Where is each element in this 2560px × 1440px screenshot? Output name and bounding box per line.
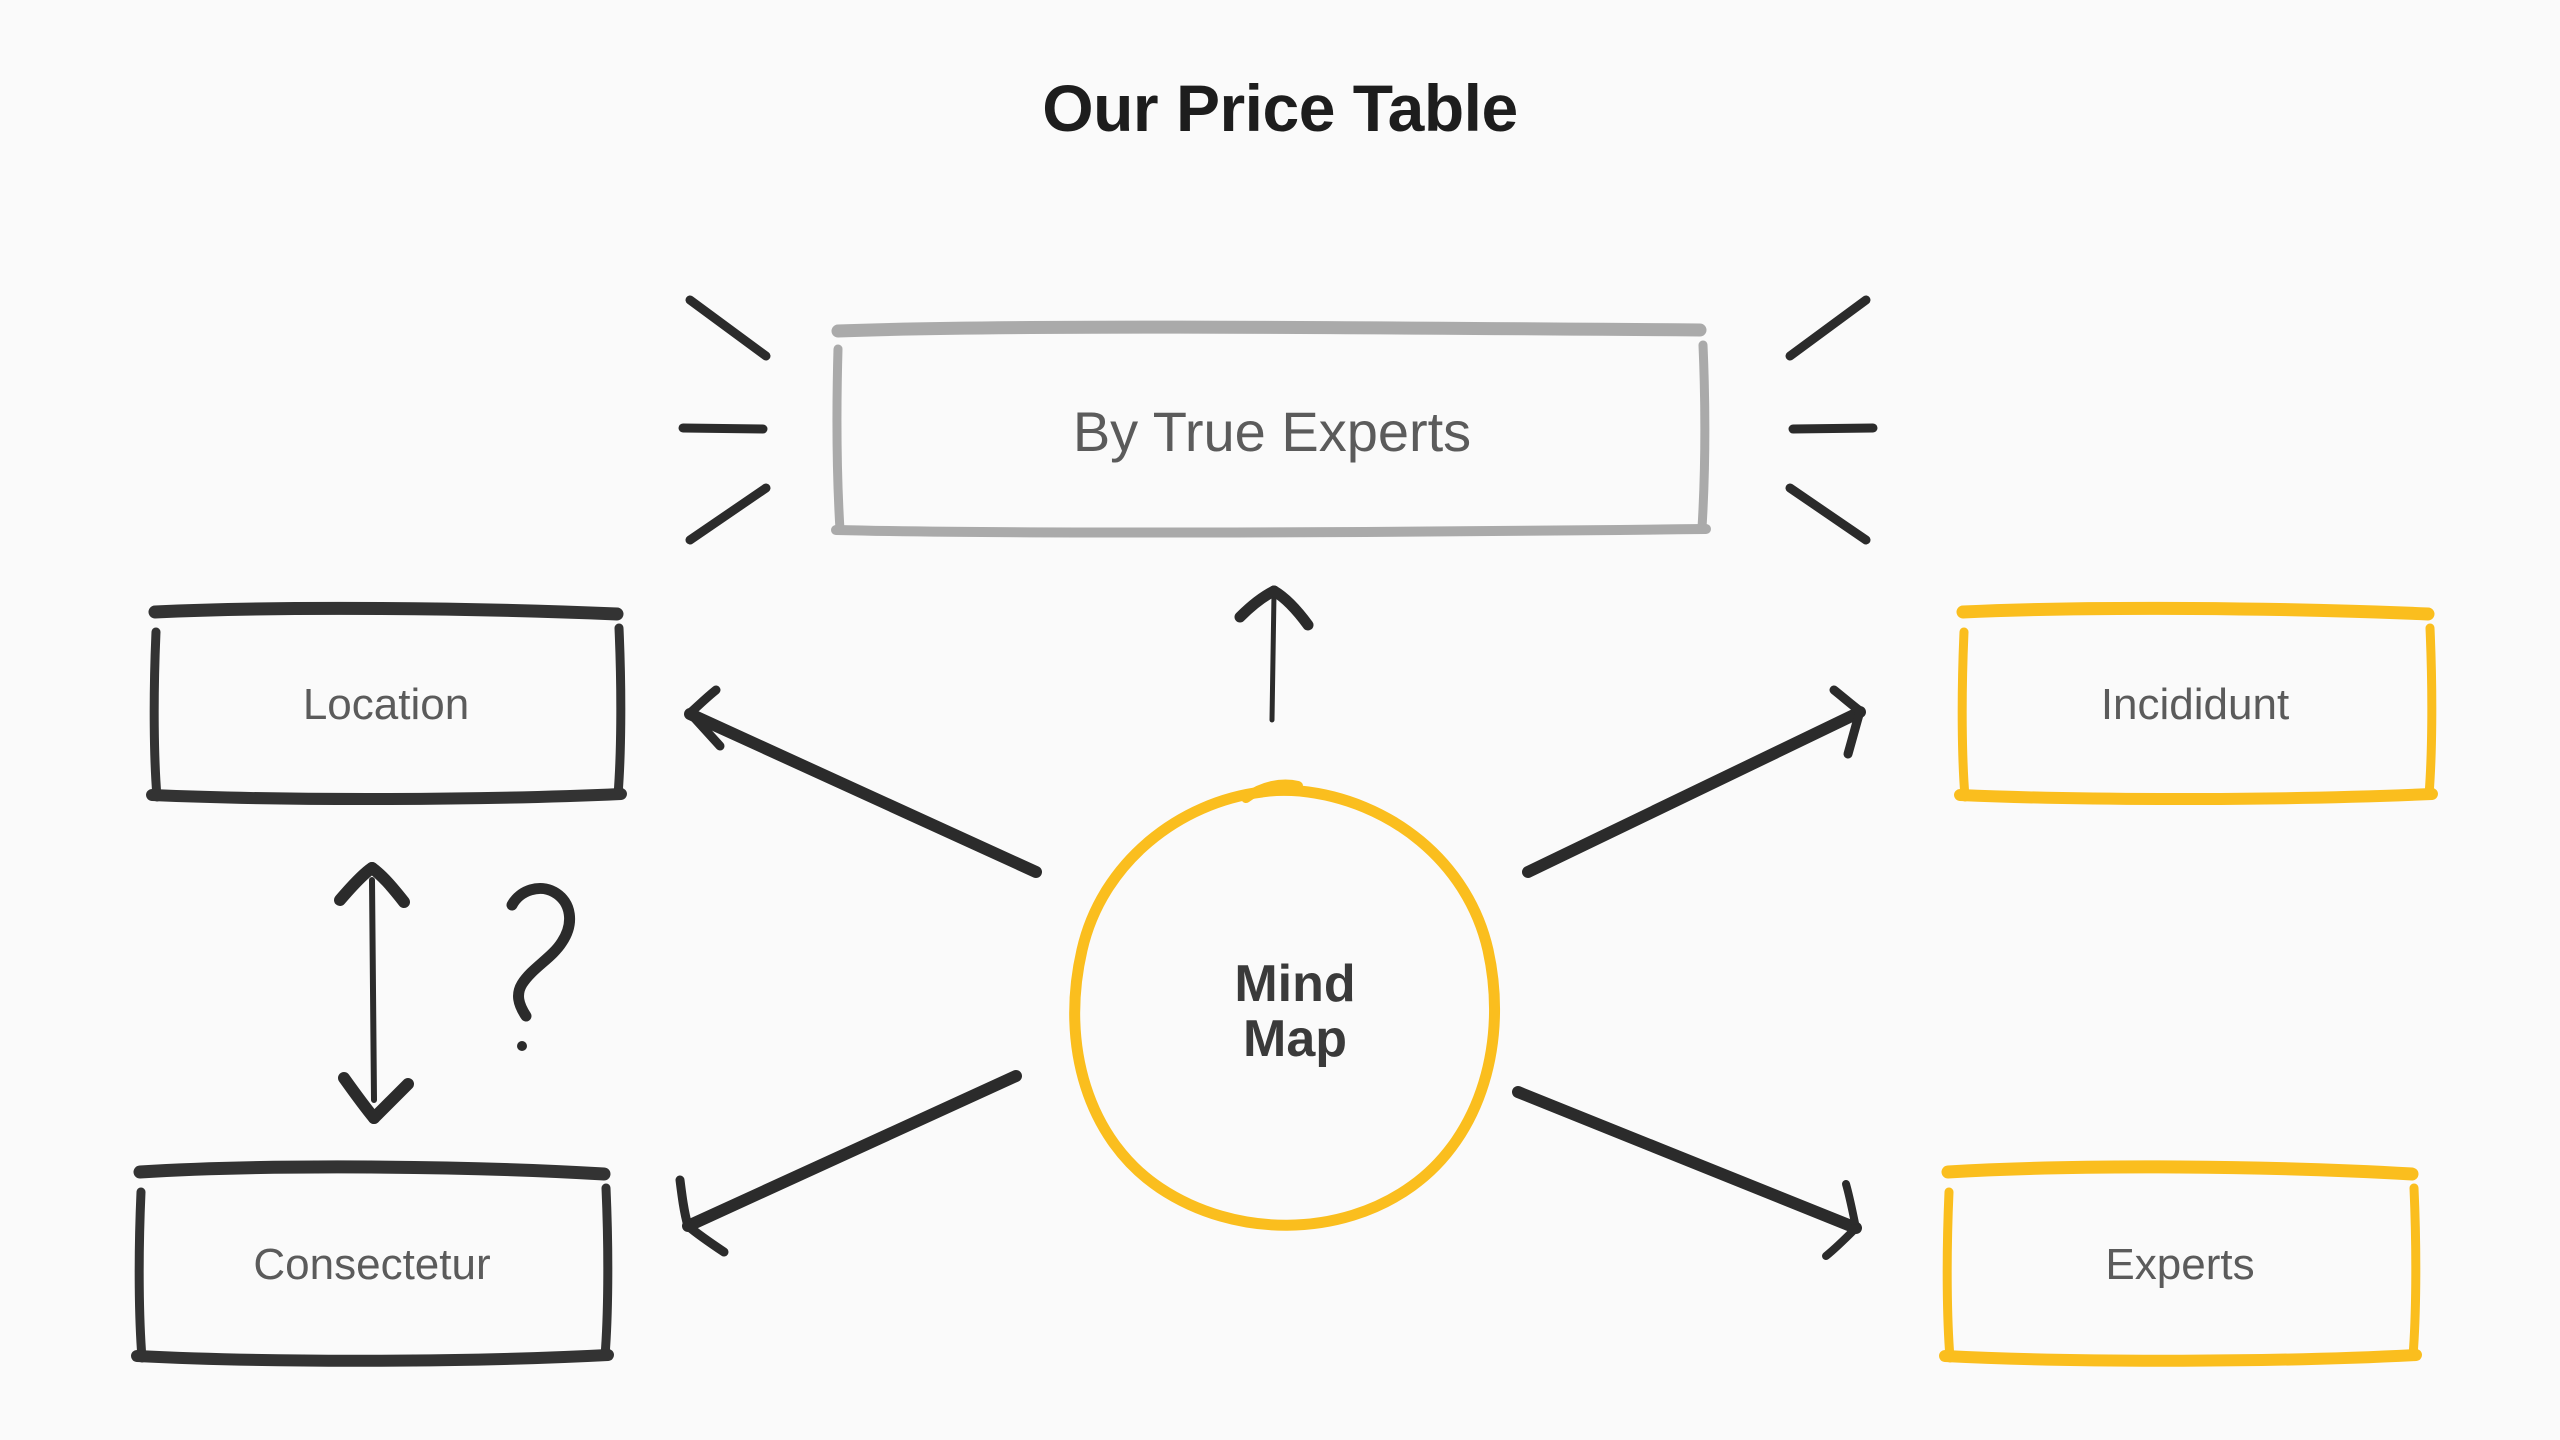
connector-location-consectetur <box>334 862 414 1124</box>
node-label-consectetur: Consectetur <box>253 1240 491 1289</box>
connector-center-to-incididunt <box>1522 685 1866 878</box>
node-by-true-experts[interactable]: By True Experts <box>838 331 1706 531</box>
center-label-line2: Map <box>1243 1010 1347 1068</box>
connector-center-to-experts <box>1512 1086 1862 1260</box>
node-label-experts: Experts <box>2105 1240 2255 1289</box>
node-experts[interactable]: Experts <box>1945 1172 2415 1358</box>
connector-center-to-location <box>684 685 1042 878</box>
question-mark-icon <box>506 883 576 1051</box>
connector-center-to-consectetur <box>675 1070 1022 1257</box>
node-label-location: Location <box>302 680 470 729</box>
node-location[interactable]: Location <box>152 612 620 798</box>
node-consectetur[interactable]: Consectetur <box>137 1172 607 1358</box>
node-label-incididunt: Incididunt <box>2100 680 2290 729</box>
sparkle-left-icon <box>678 295 771 545</box>
center-label-line1: Mind <box>1234 955 1356 1014</box>
node-center-mind-map[interactable]: Mind Map <box>1082 786 1508 1238</box>
sparkle-right-icon <box>1785 295 1878 545</box>
connector-center-to-top <box>1234 585 1314 723</box>
node-incididunt[interactable]: Incididunt <box>1960 612 2430 798</box>
page-title: Our Price Table <box>1042 71 1518 145</box>
node-label-by-true-experts: By True Experts <box>1072 399 1472 463</box>
